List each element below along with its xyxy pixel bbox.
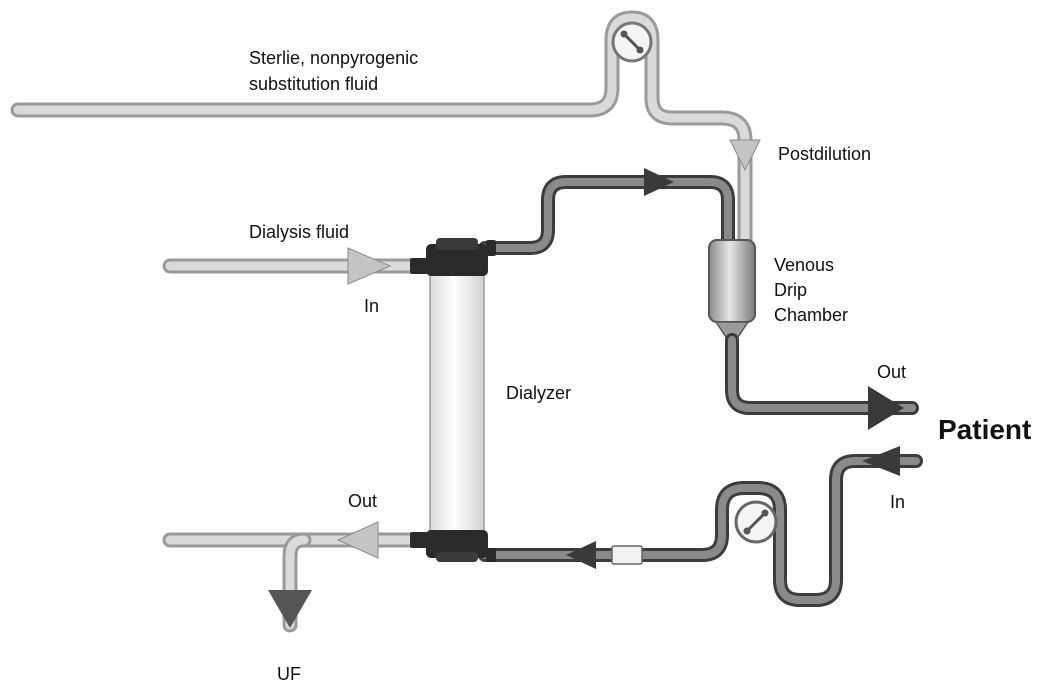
arterial-to-venous-line (478, 175, 735, 255)
dialysate-out-arrow-icon (336, 521, 379, 559)
uf-label: UF (277, 664, 301, 684)
dialyzer-label: Dialyzer (506, 383, 572, 403)
uf-arrow-icon (268, 590, 312, 628)
patient-in-label: In (890, 492, 906, 512)
venous-drip-chamber-label-line3: Chamber (774, 305, 849, 325)
arterial-line (478, 454, 923, 607)
patient-in-arrow-icon (862, 446, 900, 476)
patient-out-label: Out (877, 362, 907, 382)
postdilution-arrow-icon (729, 139, 761, 172)
substitution-pump-icon (611, 21, 653, 63)
blood-pump-icon (734, 500, 778, 544)
venous-return-line (725, 333, 919, 415)
dialysis-in-arrow-icon (347, 247, 392, 285)
patient-label: Patient (938, 414, 1032, 445)
venous-drip-chamber-label-line1: Venous (774, 255, 835, 275)
dialyzer-icon (410, 238, 496, 562)
dialysis-in-label: In (364, 296, 380, 316)
substitution-fluid-label-line2: substitution fluid (249, 74, 379, 94)
line-clamp-icon (611, 545, 643, 565)
venous-drip-chamber-label-line2: Drip (774, 280, 808, 300)
flow-arrow-icon (566, 541, 596, 569)
substitution-fluid-label-line1: Sterlie, nonpyrogenic (249, 48, 419, 68)
dialysate-out-label: Out (348, 491, 378, 511)
dialysis-fluid-label: Dialysis fluid (249, 222, 350, 242)
patient-out-arrow-icon (868, 386, 904, 430)
postdilution-label: Postdilution (778, 144, 872, 164)
substitution-fluid-line (10, 10, 753, 253)
venous-drip-chamber-icon (708, 239, 756, 341)
flow-arrow-icon (644, 168, 674, 196)
